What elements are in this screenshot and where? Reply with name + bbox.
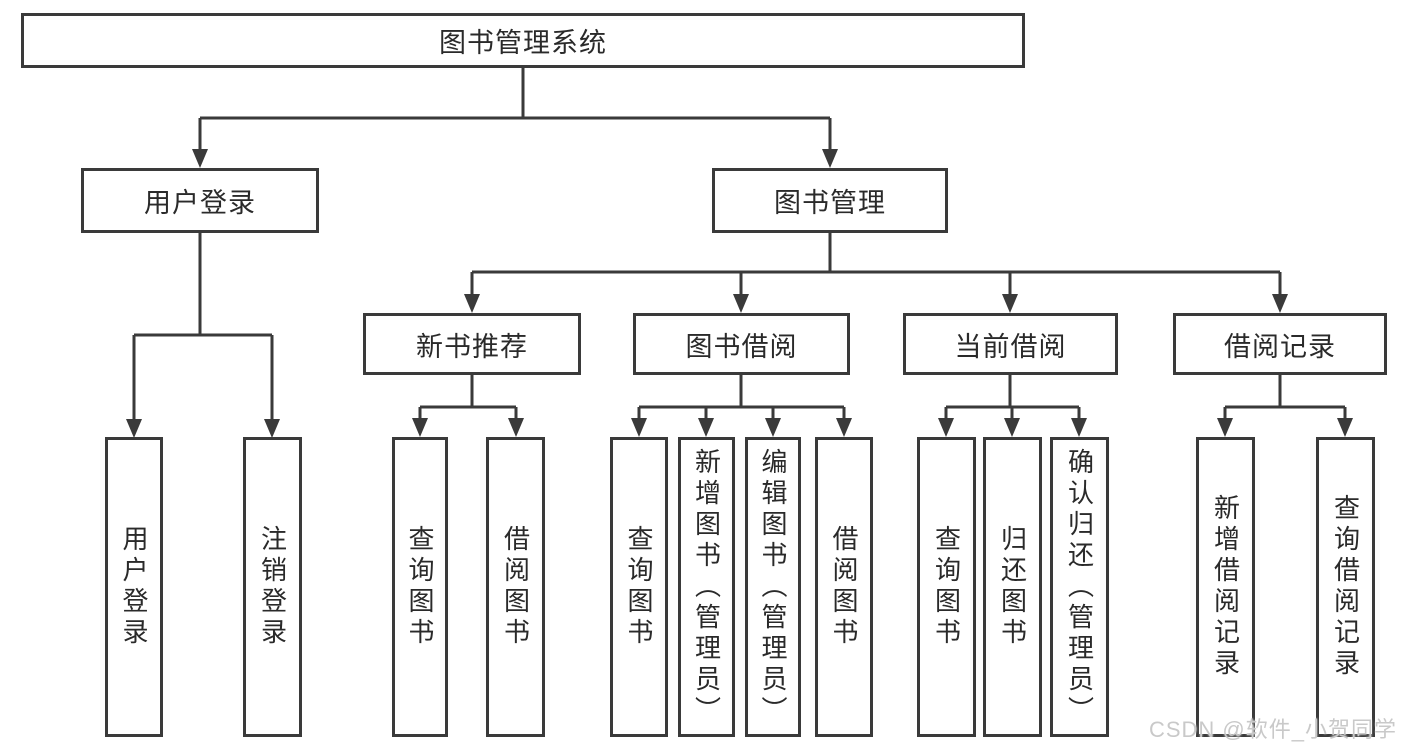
node-book-borrow: 图书借阅 (633, 313, 850, 375)
leaf-br-query-record: 查询借阅记录 (1316, 437, 1375, 737)
leaf-rec-borrow-book: 借阅图书 (486, 437, 545, 737)
leaf-bb-borrow-book: 借阅图书 (815, 437, 873, 737)
leaf-cb-confirm-return-admin: 确认归还（管理员） (1050, 437, 1109, 737)
node-current-borrow: 当前借阅 (903, 313, 1118, 375)
leaf-bb-edit-book-admin: 编辑图书（管理员） (745, 437, 801, 737)
node-new-book-recommend: 新书推荐 (363, 313, 581, 375)
leaf-bb-query-book: 查询图书 (610, 437, 668, 737)
leaf-bb-add-book-admin: 新增图书（管理员） (678, 437, 735, 737)
leaf-logout: 注销登录 (243, 437, 302, 737)
node-borrow-record: 借阅记录 (1173, 313, 1387, 375)
node-book-management: 图书管理 (712, 168, 948, 233)
leaf-cb-return-book: 归还图书 (983, 437, 1042, 737)
leaf-rec-query-book: 查询图书 (392, 437, 448, 737)
csdn-watermark: CSDN @软件_小贺同学 (1148, 717, 1397, 742)
node-user-login: 用户登录 (81, 168, 319, 233)
node-root: 图书管理系统 (21, 13, 1025, 68)
leaf-user-login: 用户登录 (105, 437, 163, 737)
leaf-br-add-record: 新增借阅记录 (1196, 437, 1255, 737)
leaf-cb-query-book: 查询图书 (917, 437, 976, 737)
